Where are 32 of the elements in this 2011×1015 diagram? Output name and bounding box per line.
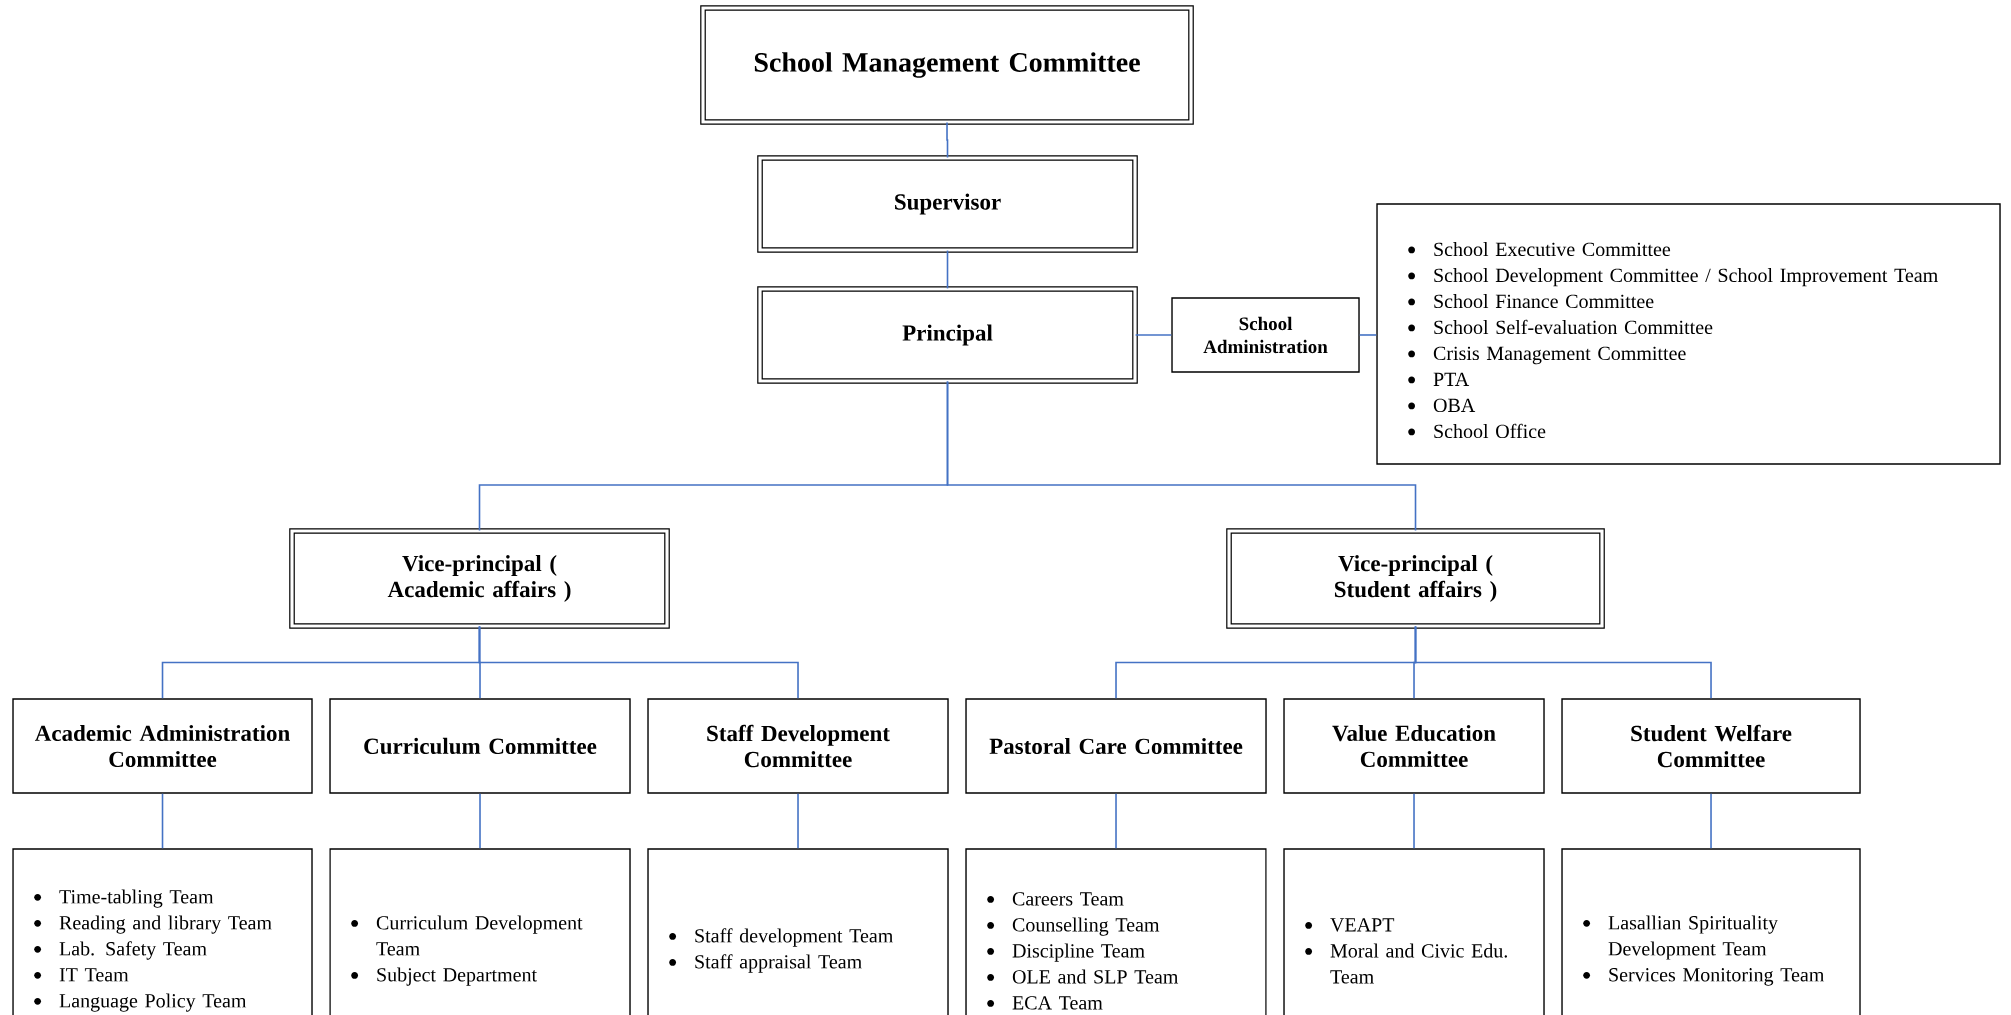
list-box: Curriculum Development Team Subject Department — [329, 848, 631, 1015]
role-box: Academic Administration Committee — [12, 698, 313, 794]
connector-line — [1358, 334, 1378, 336]
connector-line — [1413, 792, 1415, 850]
connector-line — [161, 792, 164, 850]
role-box: Principal — [757, 286, 1138, 384]
connector-line — [1134, 334, 1173, 336]
role-box: Value Education Committee — [1283, 698, 1545, 794]
list-box: Time-tabling Team Reading and library Team Lab. Safety Team IT Team Language Policy Team — [12, 848, 313, 1015]
connector-line — [946, 380, 1417, 532]
role-box: Vice-principal ( Academic affairs ) — [289, 528, 670, 629]
connector-line — [1710, 792, 1712, 850]
role-box: Student Welfare Committee — [1561, 698, 1861, 794]
list-box: Staff development Team Staff appraisal Team — [647, 848, 949, 1015]
connector-line — [1414, 625, 1712, 700]
list-box: VEAPT Moral and Civic Edu. Team — [1283, 848, 1545, 1015]
role-box: Curriculum Committee — [329, 698, 631, 794]
role-box: Pastoral Care Committee — [965, 698, 1267, 794]
role-box: Supervisor — [757, 155, 1138, 253]
connector-line — [1115, 792, 1117, 850]
connector-line — [478, 625, 799, 700]
role-box: Vice-principal ( Student affairs ) — [1226, 528, 1605, 629]
committee-box: School Management Committee — [700, 5, 1194, 125]
list-box: Lasallian Spirituality Development Team Services Monitoring Team — [1561, 848, 1861, 1015]
list-box: Careers Team Counselling Team Discipline Team OLE and SLP Team ECA Team — [965, 848, 1267, 1015]
list-box: School Executive Committee School Development Committee / School Improvement Team School Finance Committee School Self-evaluation Committee Crisis Management Committee PTA OBA School Office — [1376, 203, 2001, 465]
connector-line — [946, 249, 949, 290]
role-box: Staff Development Committee — [647, 698, 949, 794]
role-box: School Administration — [1171, 297, 1360, 373]
connector-line — [946, 121, 949, 159]
connector-line — [479, 792, 481, 850]
connector-line — [797, 792, 799, 850]
